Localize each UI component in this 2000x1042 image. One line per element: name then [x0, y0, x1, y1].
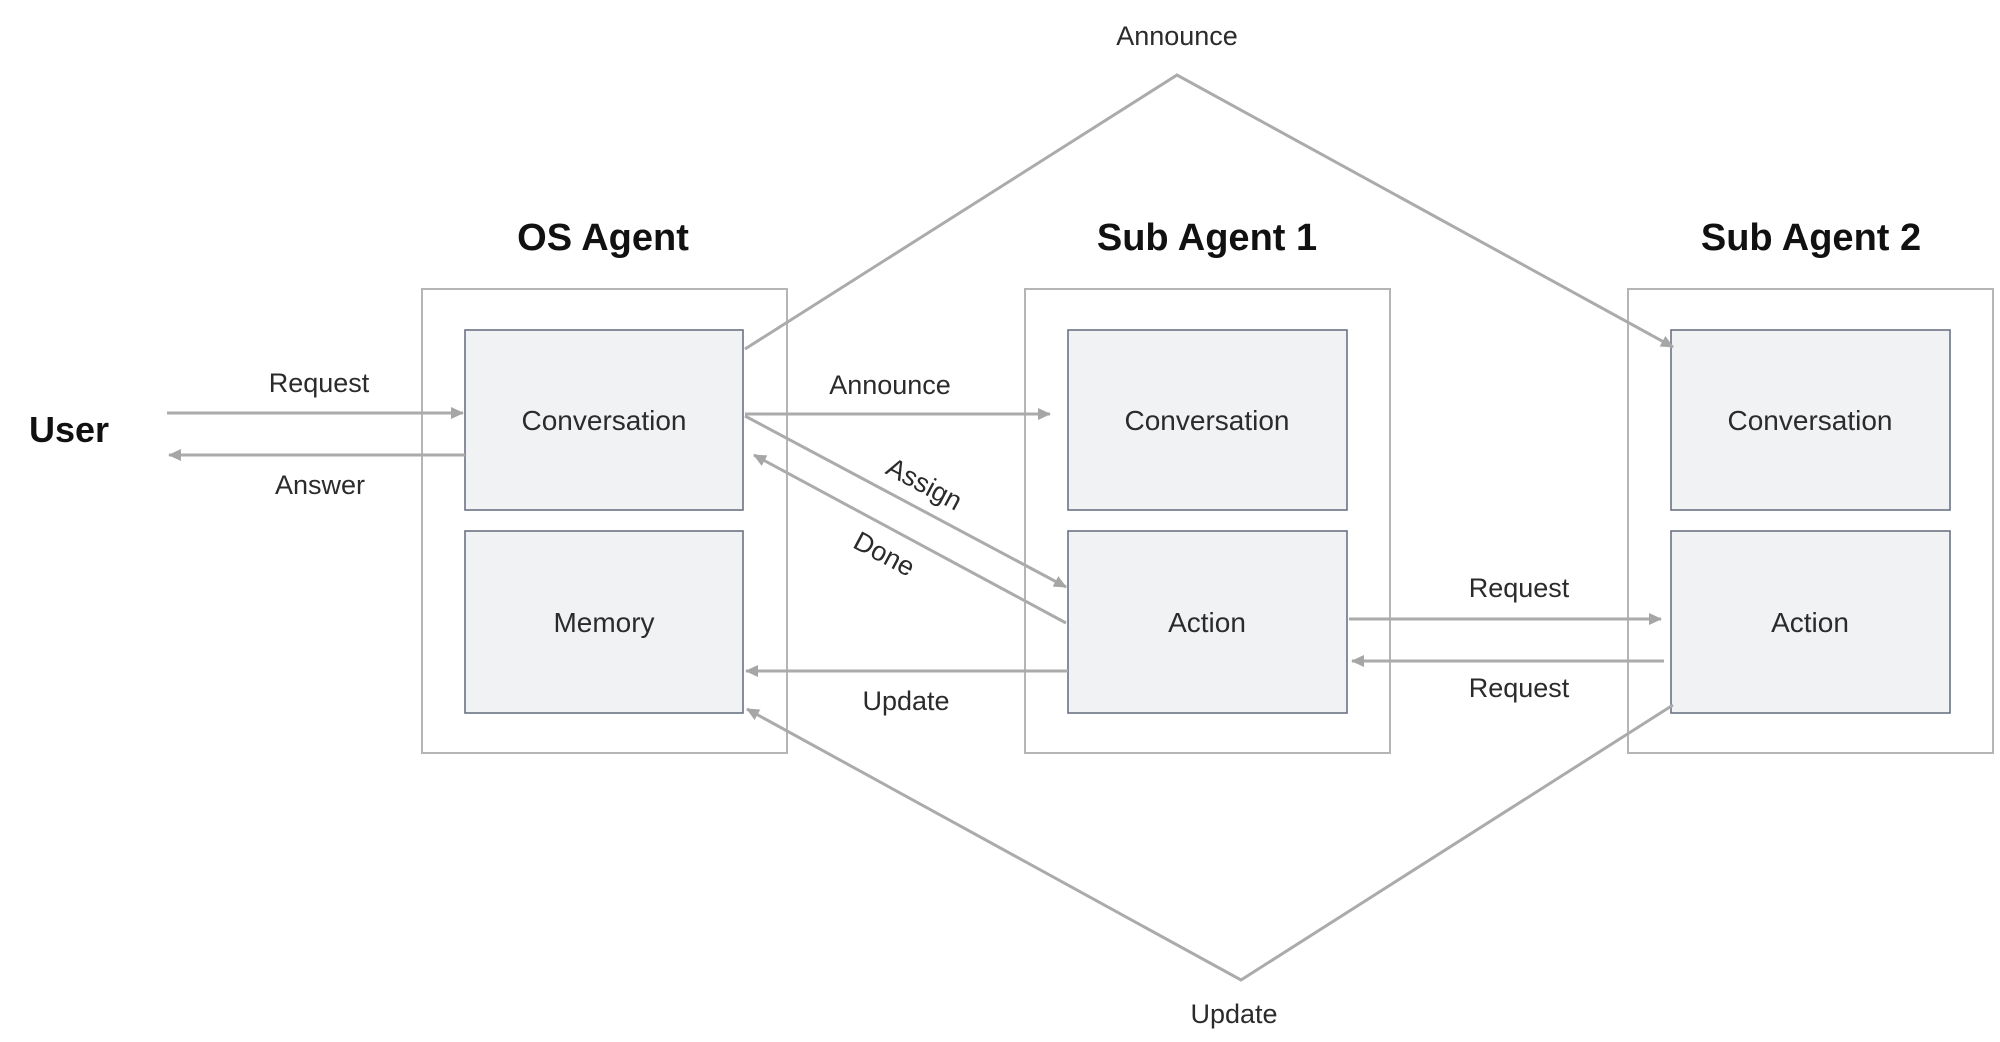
update-bottom-arrow — [746, 703, 1674, 982]
announce-top-arrow — [744, 73, 1674, 351]
user-request-label: Request — [269, 368, 370, 398]
announce-mid-label: Announce — [829, 370, 951, 400]
sub2-conversation-module — [1670, 329, 1951, 511]
announce-top-label: Announce — [1116, 21, 1238, 51]
sub1-action-label: Action — [1168, 607, 1246, 638]
os-memory-module — [464, 530, 744, 714]
update-bottom-label: Update — [1190, 999, 1277, 1029]
user-label: User — [29, 409, 109, 450]
sub1-conversation-label: Conversation — [1125, 405, 1290, 436]
os-agent-title: OS Agent — [517, 217, 689, 259]
done-label: Done — [849, 526, 920, 583]
sub2-conversation-label: Conversation — [1728, 405, 1893, 436]
update-mid-label: Update — [862, 686, 949, 716]
request-right-label: Request — [1469, 573, 1570, 603]
sub1-action-module — [1067, 530, 1348, 714]
sub2-action-module — [1670, 530, 1951, 714]
assign-label: Assign — [881, 452, 967, 517]
sub2-action-label: Action — [1771, 607, 1849, 638]
sub1-conversation-module — [1067, 329, 1348, 511]
sub-agent-2-title: Sub Agent 2 — [1701, 217, 1921, 259]
sub-agent-1-title: Sub Agent 1 — [1097, 217, 1317, 259]
user-answer-label: Answer — [275, 470, 365, 500]
request-left-label: Request — [1469, 673, 1570, 703]
os-conversation-module — [464, 329, 744, 511]
os-memory-label: Memory — [553, 607, 654, 638]
done-arrow — [753, 453, 1067, 625]
assign-arrow — [744, 414, 1067, 589]
os-conversation-label: Conversation — [522, 405, 687, 436]
